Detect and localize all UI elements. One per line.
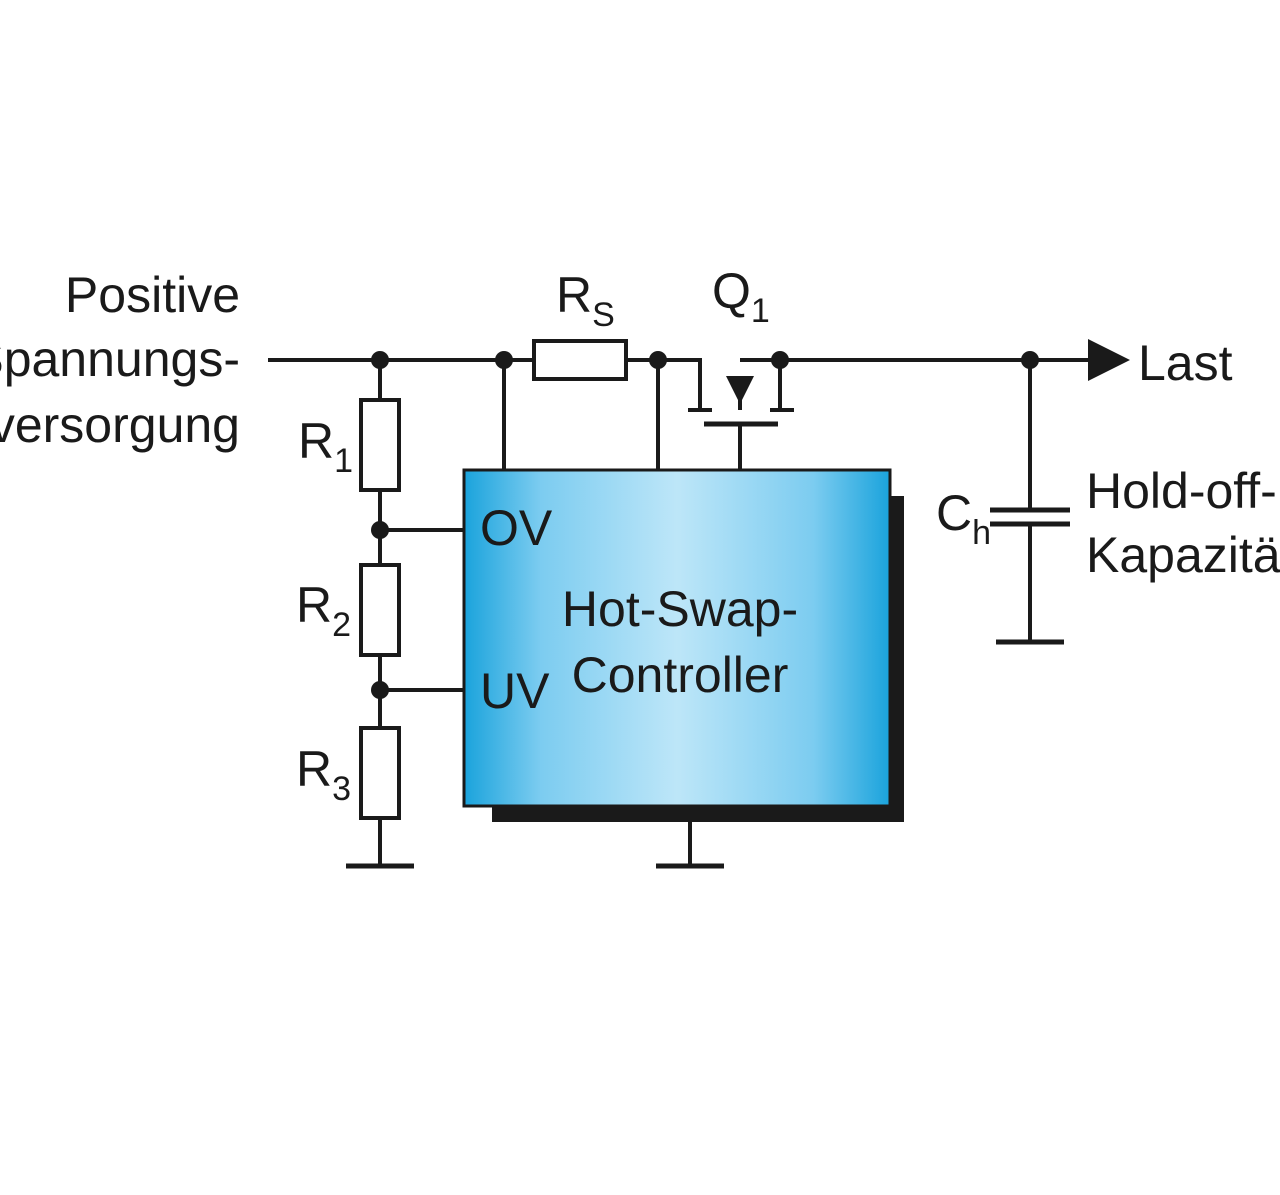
- supply-label-line2: Spannungs-: [0, 331, 240, 387]
- resistor-rs: [532, 339, 628, 381]
- capacitor-ch-icon: [990, 360, 1070, 645]
- resistor-r1: [359, 398, 401, 492]
- r3-label: R3: [296, 741, 351, 808]
- supply-label-line3: versorgung: [0, 397, 240, 453]
- pin-ov-label: OV: [480, 500, 553, 556]
- ch-label: Ch: [936, 485, 991, 552]
- pin-uv-label: UV: [480, 663, 550, 719]
- capacitor-label-line2: Kapazität: [1086, 527, 1280, 583]
- voltage-divider: [346, 360, 464, 869]
- mosfet-q1-icon: [658, 358, 794, 470]
- supply-label-line1: Positive: [65, 267, 240, 323]
- controller-title-line2: Controller: [572, 647, 789, 703]
- capacitor-label-line1: Hold-off-: [1086, 463, 1277, 519]
- load-label: Last: [1138, 335, 1233, 391]
- resistor-r2: [359, 563, 401, 657]
- rs-label: RS: [556, 267, 615, 334]
- r1-label: R1: [298, 413, 353, 480]
- q1-label: Q1: [712, 263, 770, 330]
- resistor-r3: [359, 726, 401, 820]
- controller-block: [462, 468, 892, 808]
- r2-label: R2: [296, 577, 351, 644]
- load-arrow-icon: [1088, 339, 1130, 381]
- controller-title-line1: Hot-Swap-: [562, 581, 798, 637]
- junction-dots: [371, 351, 1039, 699]
